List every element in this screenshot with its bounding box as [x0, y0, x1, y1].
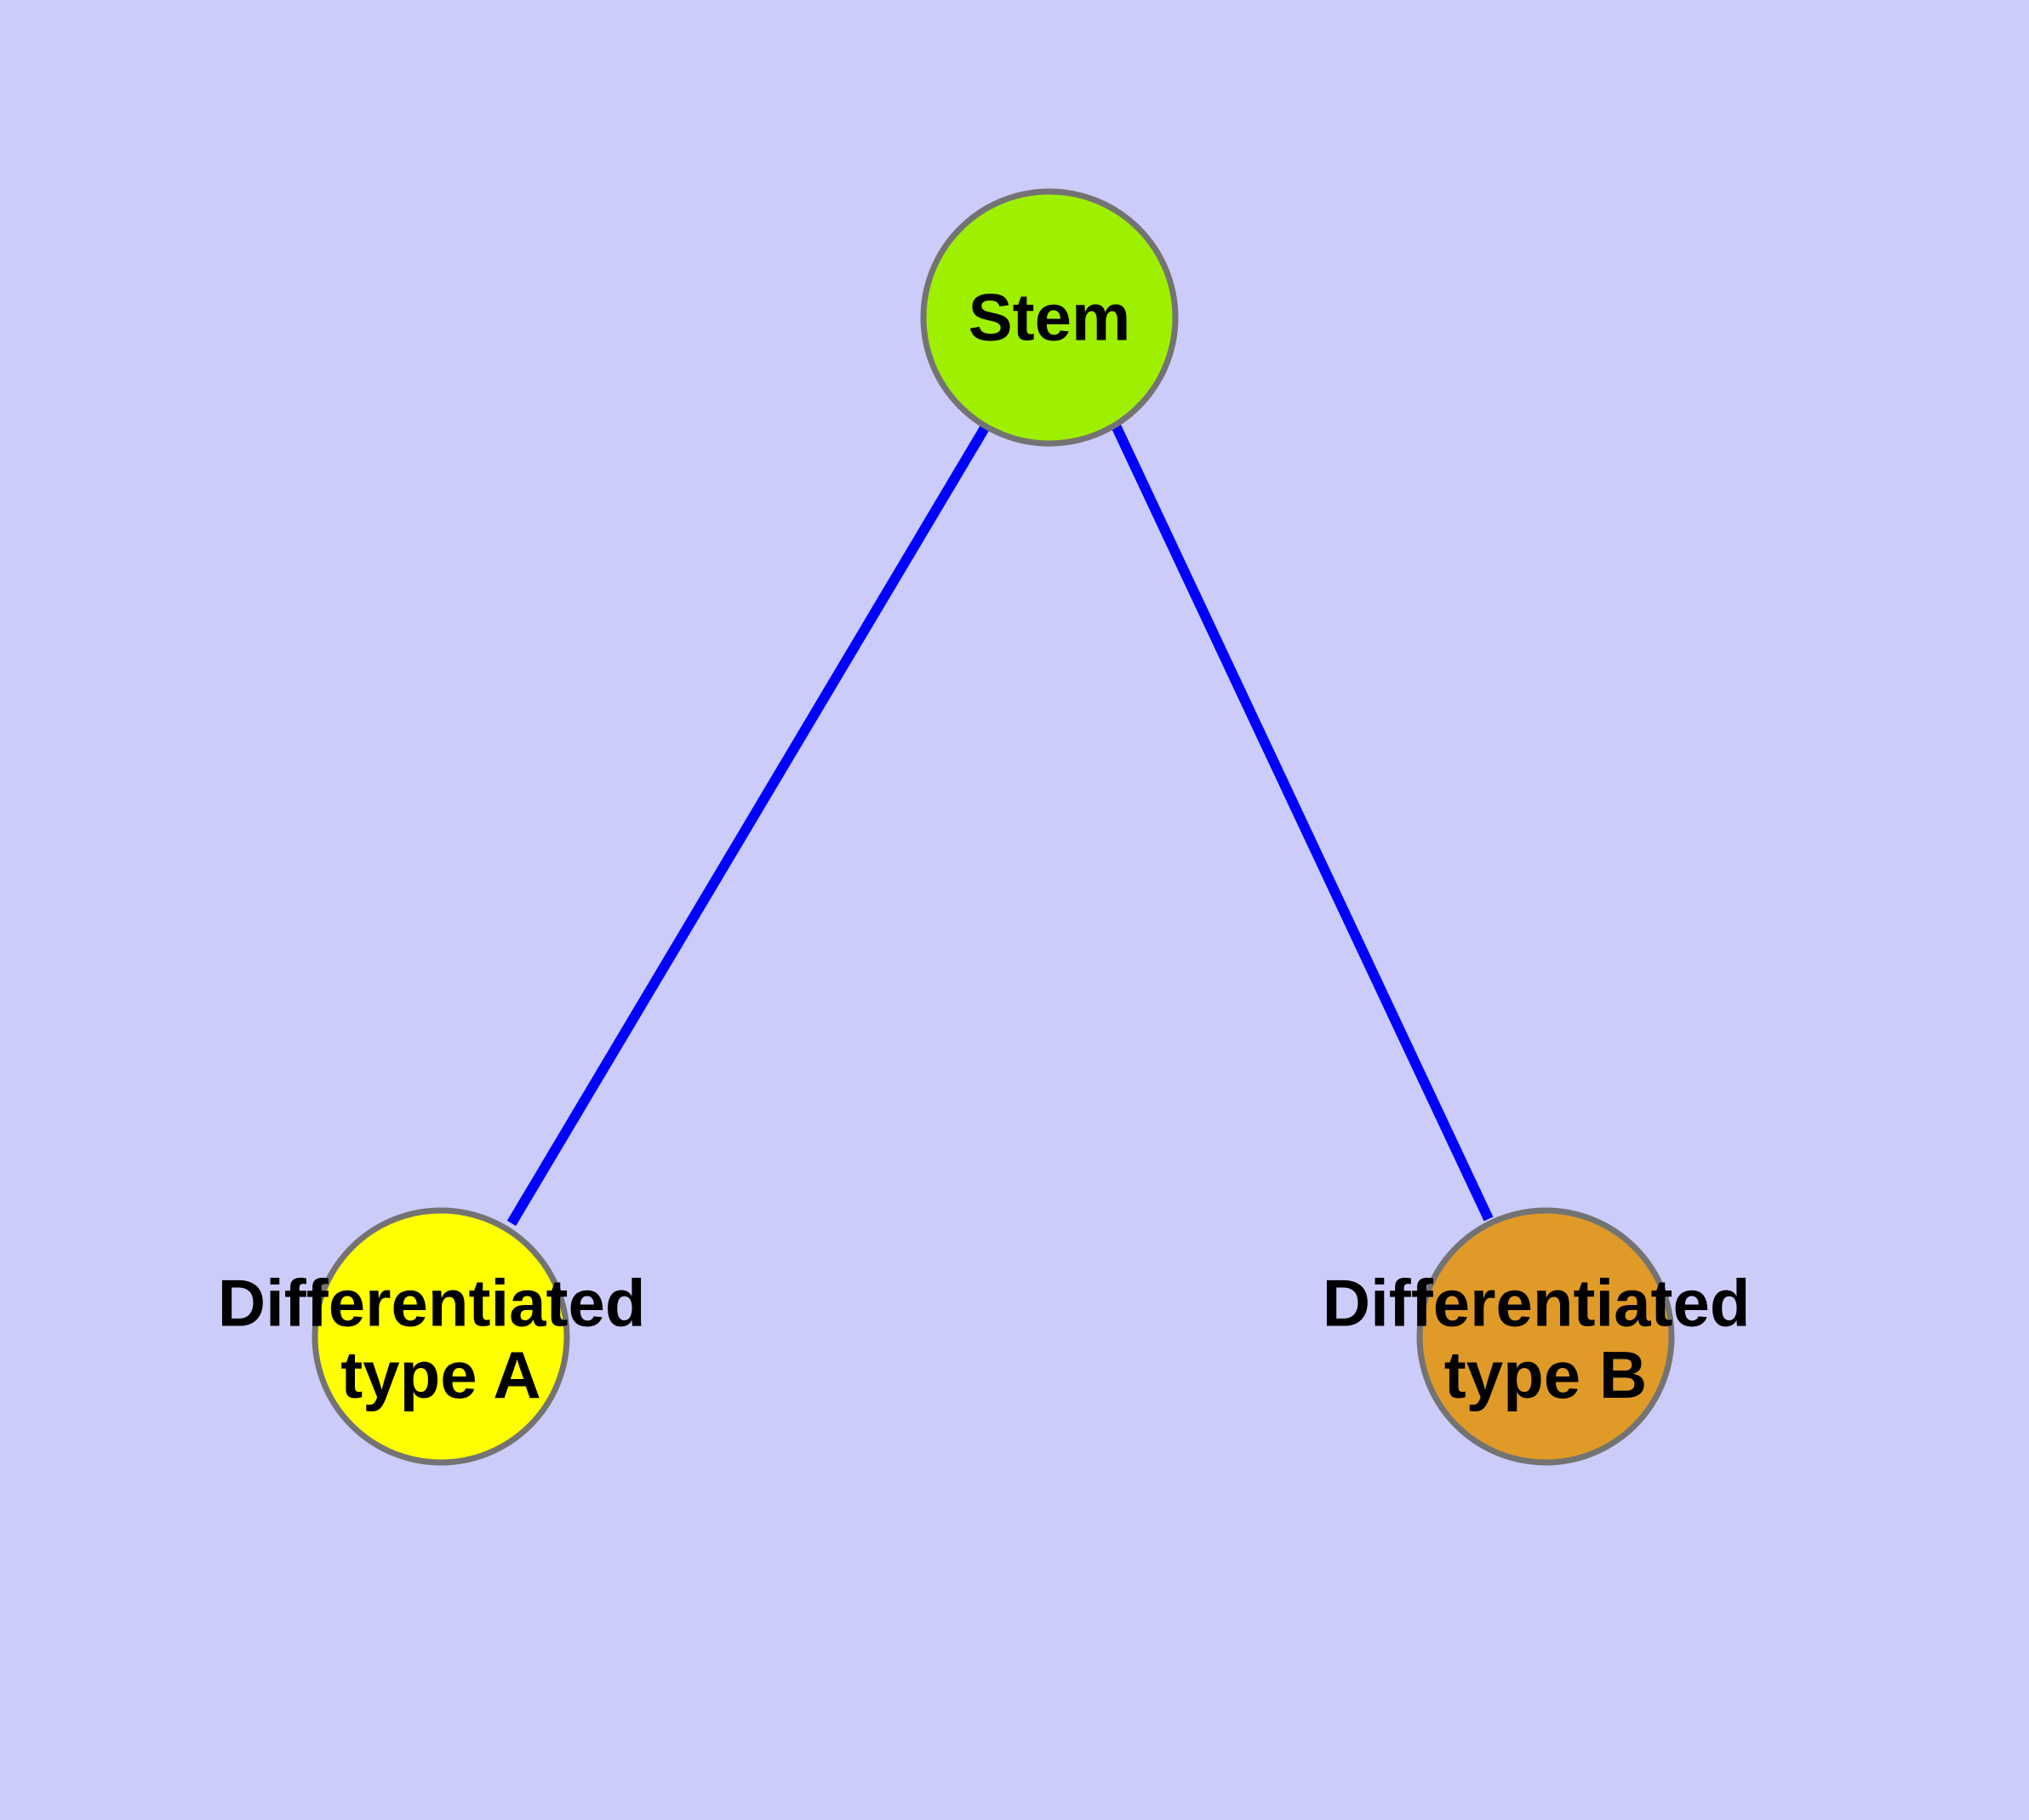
node-differentiated-type-b-label-line-2: type B [1444, 1337, 1647, 1412]
node-differentiated-type-b-circle[interactable] [1416, 1207, 1675, 1466]
node-stem-label-line-1: Stem [969, 280, 1131, 355]
node-differentiated-type-b-label-line-1: Differentiated [1323, 1266, 1751, 1341]
node-stem-label: Stem [969, 280, 1131, 355]
node-differentiated-type-a-label-line-2: type A [340, 1337, 541, 1412]
edge-stem-to-differentiated-type-b[interactable] [1111, 423, 1494, 1222]
node-differentiated-type-b[interactable]: Differentiated type B [1323, 1207, 1769, 1466]
node-differentiated-type-a[interactable]: Differentiated type A [218, 1207, 664, 1466]
node-stem-circle[interactable] [920, 188, 1179, 447]
edge-layer [506, 423, 1494, 1227]
node-differentiated-type-a-label: Differentiated type A [218, 1266, 664, 1412]
node-differentiated-type-a-label-line-1: Differentiated [218, 1266, 646, 1341]
node-stem[interactable]: Stem [920, 188, 1179, 447]
node-differentiated-type-b-label: Differentiated type B [1323, 1266, 1769, 1412]
edge-stem-to-differentiated-type-a[interactable] [506, 423, 991, 1227]
node-layer: Stem Differentiated type A Differentiate… [218, 188, 1769, 1466]
node-differentiated-type-a-circle[interactable] [311, 1207, 570, 1466]
